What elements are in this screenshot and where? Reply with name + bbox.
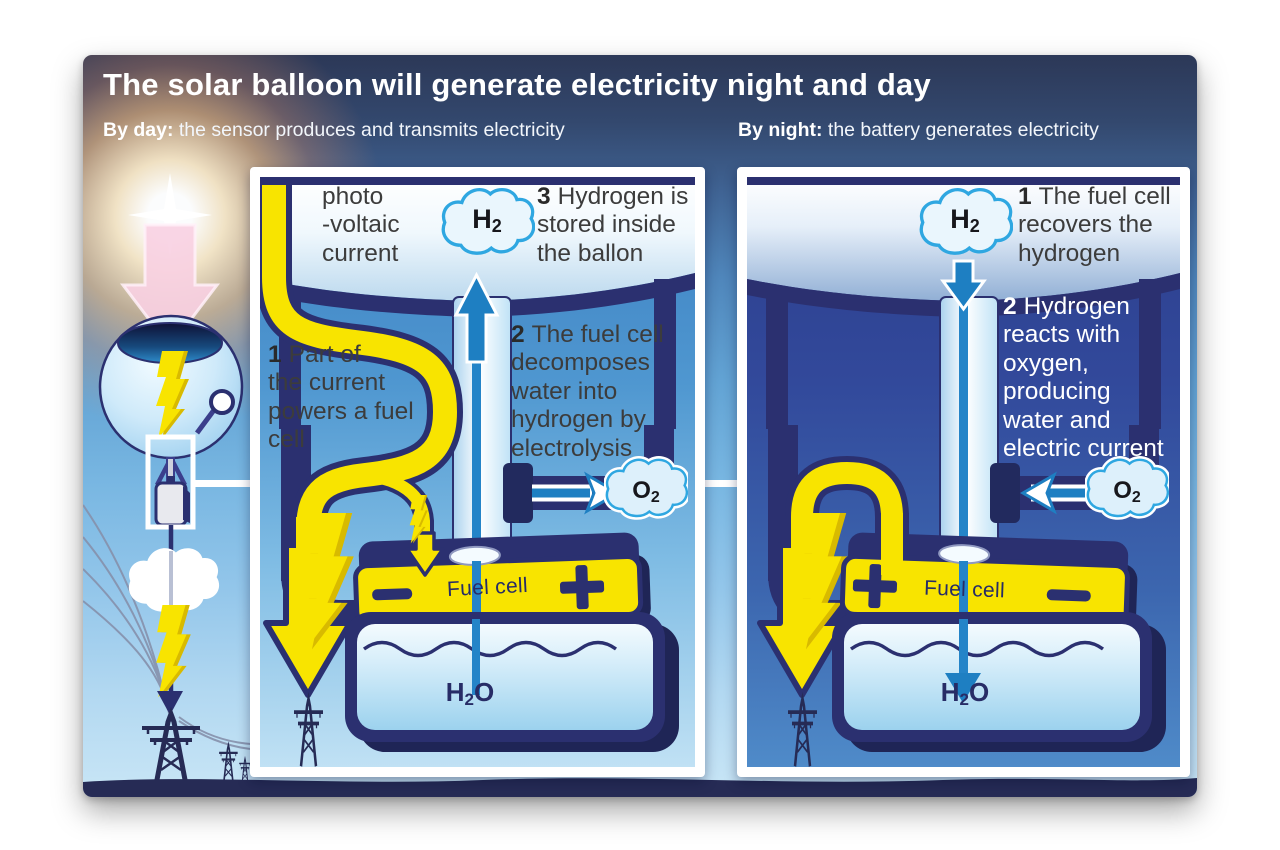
water-tank xyxy=(345,612,679,752)
oxygen-arrow-icon xyxy=(532,471,621,515)
electrolysis-column xyxy=(939,296,999,568)
hydrogen-arrow-icon xyxy=(453,271,500,677)
minus-terminal-icon xyxy=(372,588,413,601)
day-subtitle: By day: the sensor produces and transmit… xyxy=(103,119,565,141)
balloon-rim xyxy=(747,273,1180,317)
h2o-label: H2O xyxy=(445,677,495,710)
poster-card: The solar balloon will generate electric… xyxy=(83,55,1197,797)
power-tower-icon xyxy=(217,743,240,786)
column-connector xyxy=(990,463,1020,523)
oxygen-arrow-icon xyxy=(1020,471,1095,515)
callout-connector-line xyxy=(702,480,740,487)
current-tube xyxy=(785,455,909,569)
photovoltaic-label: photo -voltaic current xyxy=(322,183,400,267)
lightning-bolt-icon xyxy=(156,605,191,698)
sensor-gondola xyxy=(154,456,190,527)
day-subtitle-bold: By day: xyxy=(103,119,174,141)
electricity-arrow-icon xyxy=(157,691,183,715)
h2-label: H2 xyxy=(950,204,980,237)
hydrogen-arrow-icon xyxy=(940,259,987,682)
fuel-cell-current-arrow-icon xyxy=(405,495,445,577)
night-subtitle-bold: By night: xyxy=(738,119,823,141)
plus-terminal-icon xyxy=(852,563,898,609)
minus-terminal-icon xyxy=(1046,589,1091,602)
h2o-label: H2O xyxy=(940,677,990,710)
column-connector xyxy=(503,463,533,523)
callout-connector-line xyxy=(192,480,252,487)
page-title: The solar balloon will generate electric… xyxy=(103,67,931,102)
cloud-illustration xyxy=(128,548,220,612)
h2-label: H2 xyxy=(472,204,502,237)
water-tank xyxy=(832,612,1166,752)
antenna-dish-icon xyxy=(209,389,235,415)
o2-label: O2 xyxy=(632,477,660,507)
ground-strip xyxy=(83,778,1197,797)
night-panel-art xyxy=(747,177,1180,767)
night-subtitle: By night: the battery generates electric… xyxy=(738,119,1099,141)
water-return-arrow-icon xyxy=(945,619,981,703)
o2-label: O2 xyxy=(1113,477,1141,507)
plus-terminal-icon xyxy=(559,565,605,610)
